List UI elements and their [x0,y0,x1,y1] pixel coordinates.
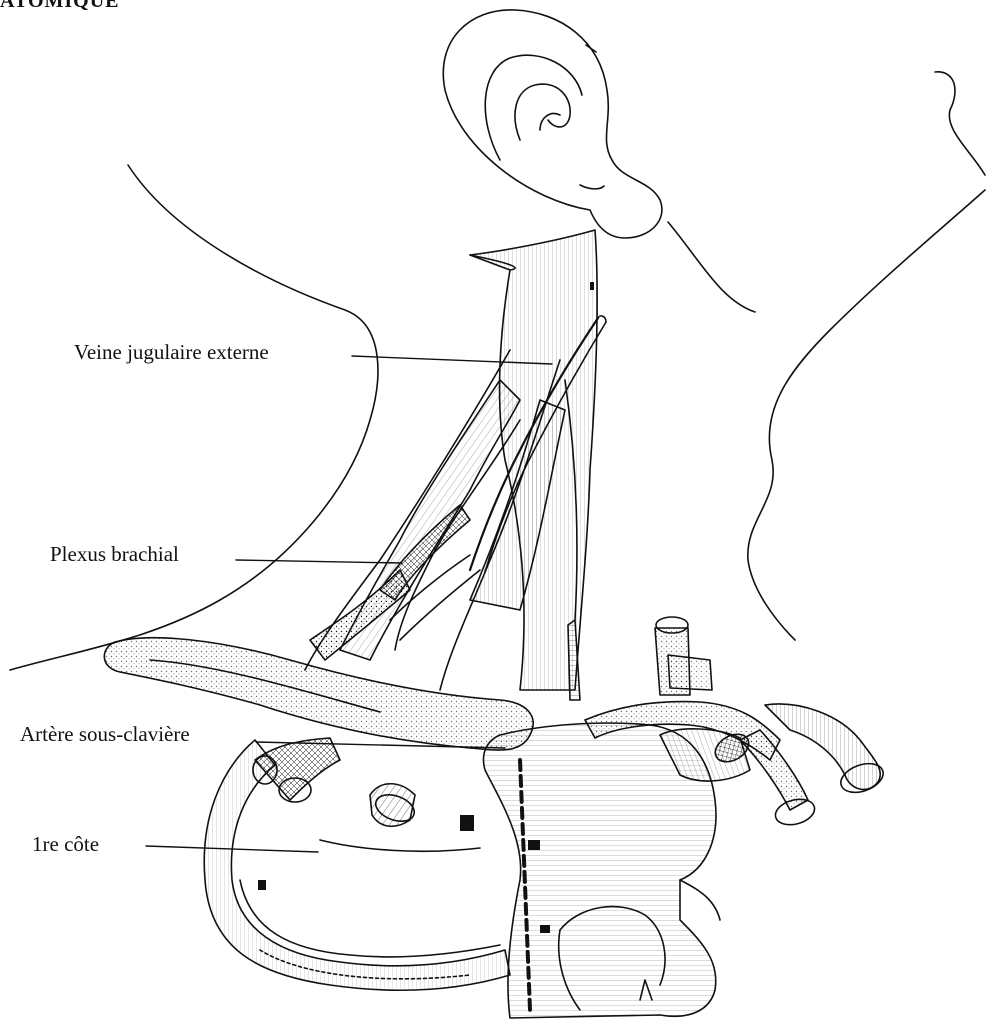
shoulder-outline [10,165,378,670]
label-veine-jugulaire-externe: Veine jugulaire externe [74,340,269,365]
label-plexus-brachial: Plexus brachial [50,542,179,567]
first-rib [204,740,510,990]
face-outline [668,72,985,640]
sternum-block [483,723,720,1018]
label-artere-sous-claviere: Artère sous-clavière [20,722,190,747]
ear-outline [443,10,662,238]
leader-plexus-brachial [236,560,402,563]
brachial-plexus [310,505,480,660]
label-premiere-cote: 1re côte [32,832,99,857]
